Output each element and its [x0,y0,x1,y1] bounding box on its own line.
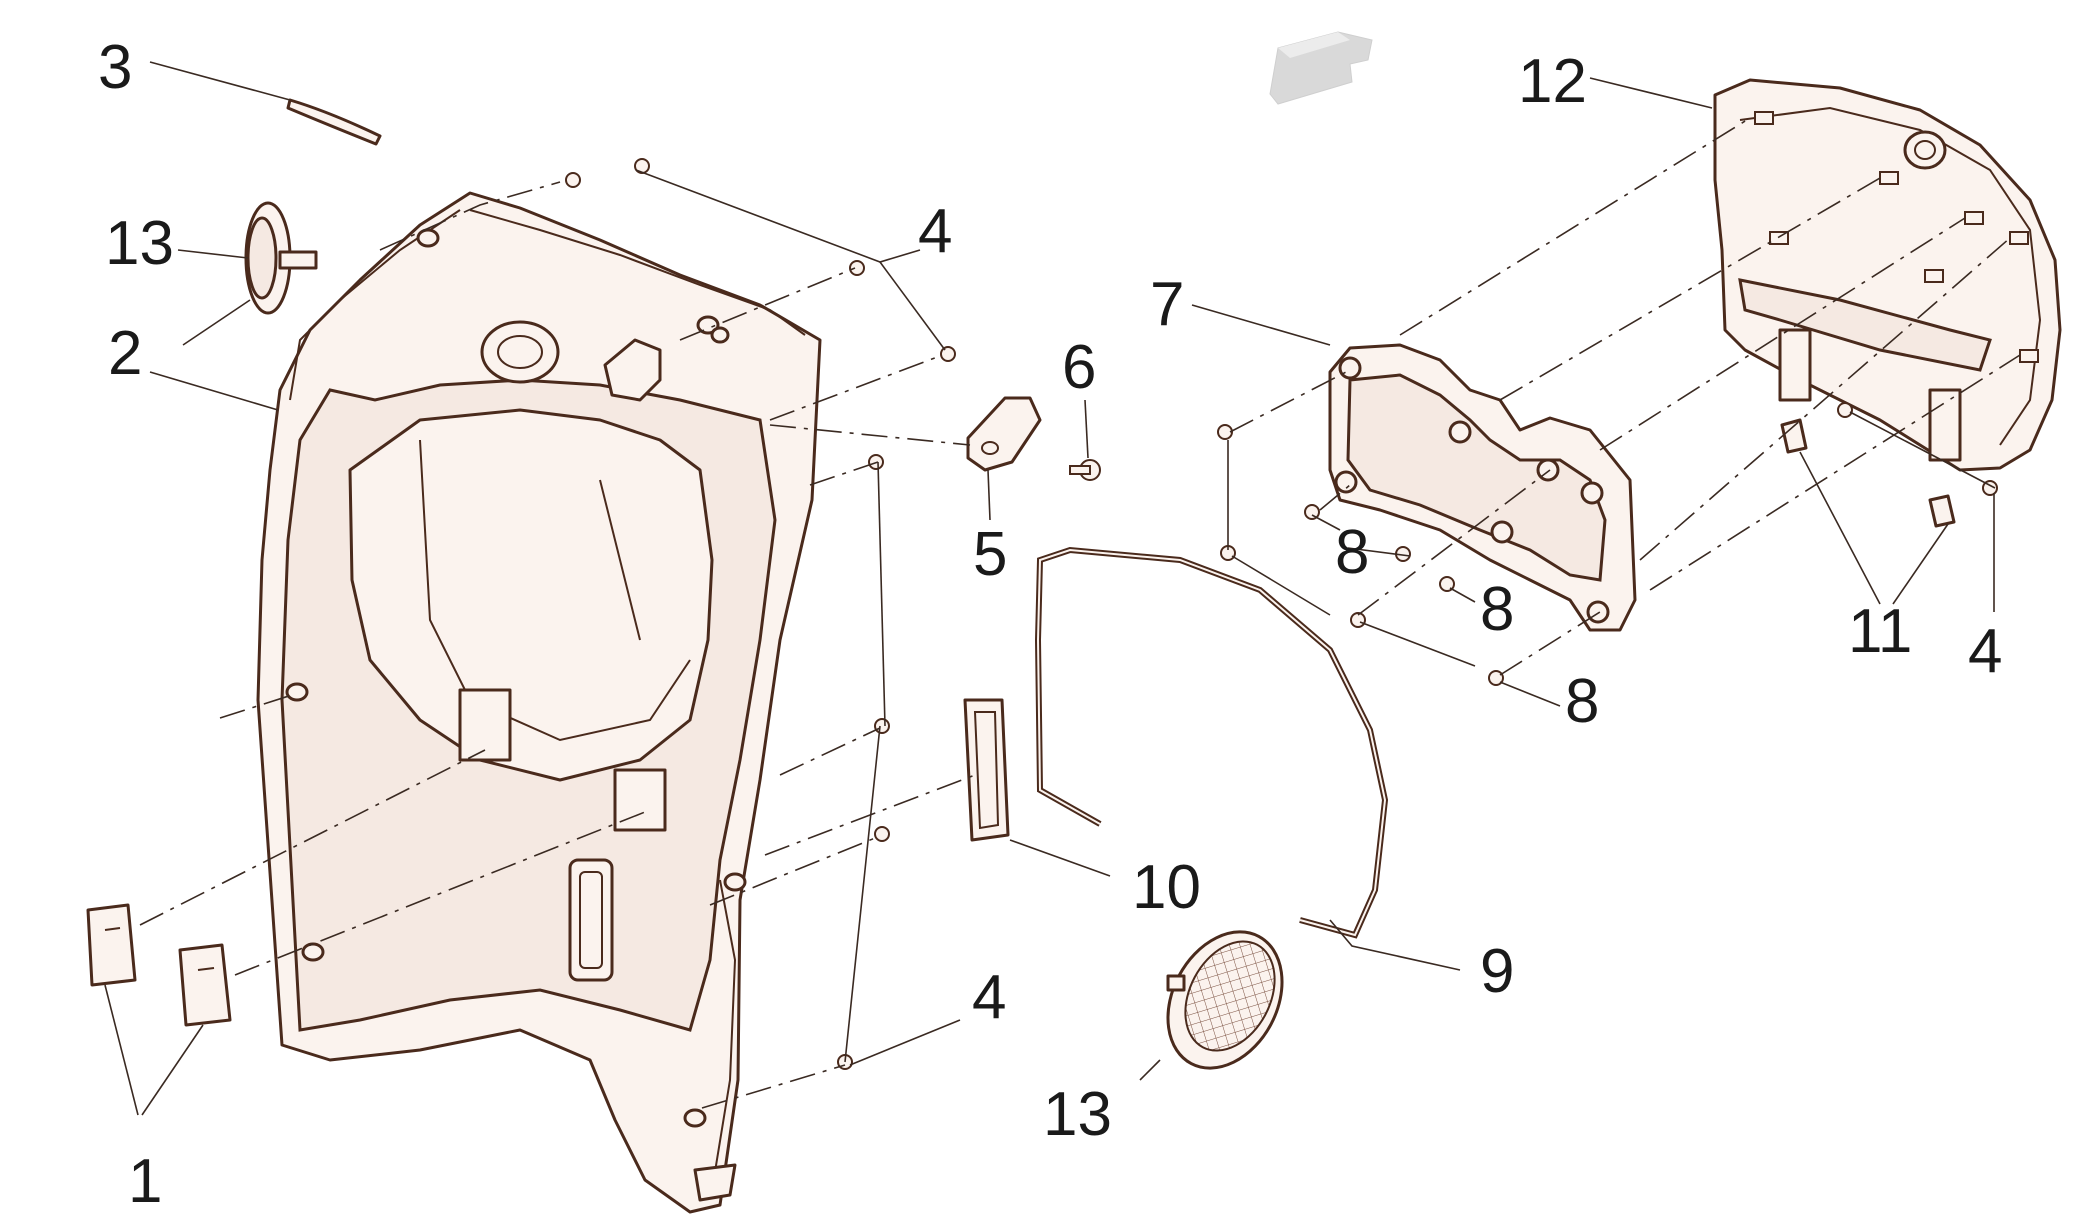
leader-lines [104,61,1996,1116]
latch-part [966,396,1042,472]
callout-13-bottom: 13 [1043,1080,1112,1149]
callout-9: 9 [1480,937,1514,1006]
callout-10: 10 [1132,853,1201,922]
callout-8-c: 8 [1565,667,1599,736]
gasket-frame-part [963,698,1010,842]
callout-12: 12 [1518,47,1587,116]
callout-2: 2 [108,319,142,388]
inner-leg-shield-panel [256,191,822,1214]
small-clip-part-a [1780,418,1808,454]
mesh-grille-part [1166,930,1284,1070]
front-direction-arrow-icon [1269,31,1373,105]
clip-part-left [86,903,137,987]
callout-4-bottom: 4 [972,963,1006,1032]
assembly-lines [139,117,2021,1109]
callout-4-top: 4 [918,197,952,266]
small-clip-part-b [1928,494,1956,528]
callout-11: 11 [1848,597,1912,666]
callout-1: 1 [128,1147,162,1216]
round-knob-part [244,201,318,315]
callout-8-a: 8 [1335,518,1369,587]
callout-6: 6 [1062,333,1096,402]
callout-4-right: 4 [1968,617,2002,686]
screw-part-6 [1069,459,1101,481]
clip-part-right [178,943,232,1027]
bracket-frame-part [1328,343,1637,632]
callout-13-top: 13 [105,209,174,278]
callout-labels: 3 13 2 4 6 5 7 12 8 8 8 11 4 10 9 4 13 1 [98,33,2002,1216]
rear-cover-part [1713,78,2062,472]
trim-strip-part [286,98,382,146]
callout-5: 5 [973,520,1007,589]
callout-7: 7 [1150,270,1184,339]
callout-3: 3 [98,33,132,102]
callout-8-b: 8 [1480,575,1514,644]
seal-strip-part [1034,546,1389,939]
